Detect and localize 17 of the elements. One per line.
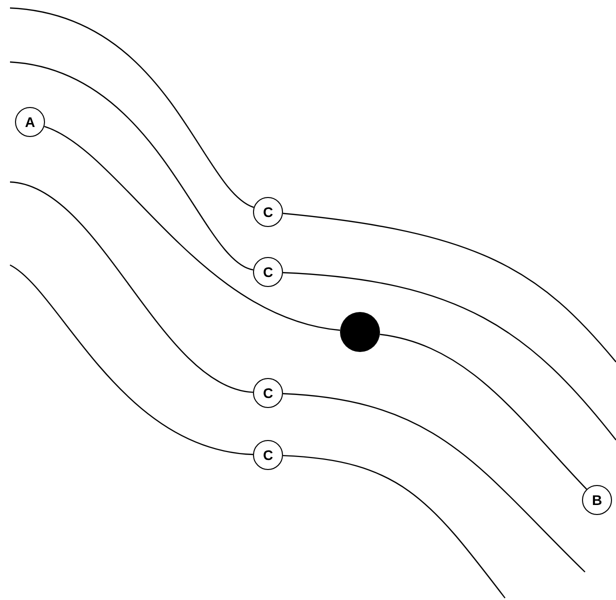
curve-line [380,334,588,490]
curve-line [44,126,340,331]
curve-line [10,264,254,456]
curve-line [282,212,616,362]
curve-line [282,272,616,440]
letter-circle: C [253,378,283,408]
curve-line [282,454,506,598]
letter-circle: C [253,197,283,227]
letter-circle: C [253,440,283,470]
curve-line [10,61,254,270]
curve-line [10,7,254,208]
letter-circle: A [15,107,45,137]
filled-dot [340,312,380,352]
letter-circle: B [582,485,612,515]
curve-line [282,393,586,572]
curve-line [10,181,254,393]
letter-circle: C [253,257,283,287]
